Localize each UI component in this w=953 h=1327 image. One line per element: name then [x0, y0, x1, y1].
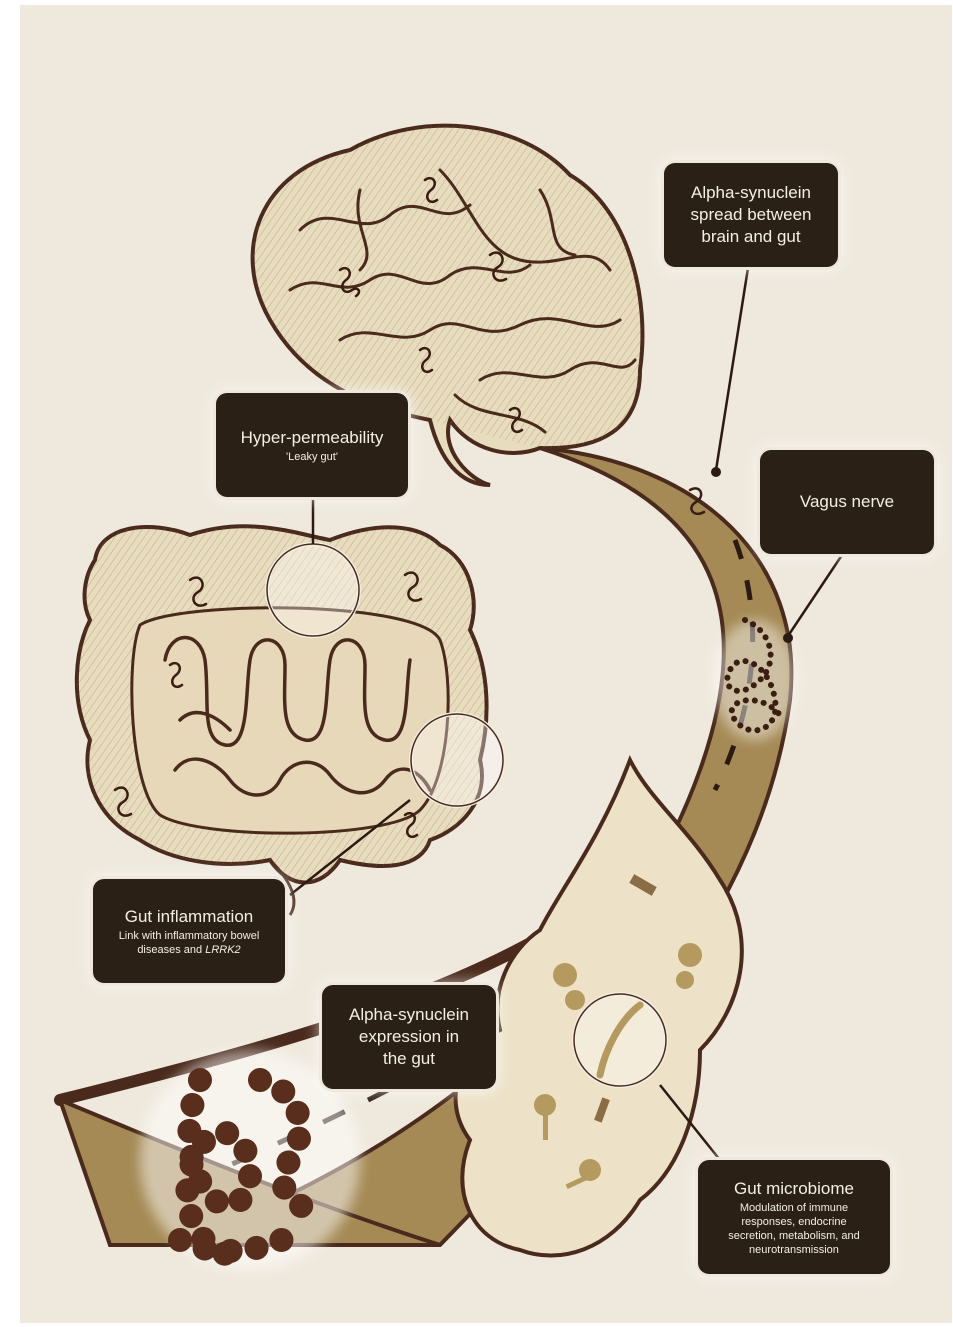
- callout-inflammation-subtitle: Link with inflammatory bowel diseases an…: [119, 929, 260, 957]
- leader-dot-vagus: [783, 633, 793, 643]
- callout-spread-title: Alpha-synuclein spread between brain and…: [691, 182, 812, 248]
- callout-alpha-synuclein-expression: Alpha-synuclein expression in the gut: [322, 985, 496, 1089]
- callout-vagus-nerve: Vagus nerve: [760, 450, 934, 554]
- callout-gut-microbiome: Gut microbiome Modulation of immune resp…: [698, 1160, 890, 1274]
- callout-expression-title: Alpha-synuclein expression in the gut: [349, 1004, 469, 1070]
- callout-hyper-permeability: Hyper-permeability 'Leaky gut': [216, 393, 408, 497]
- callout-inflammation-title: Gut inflammation: [125, 906, 254, 928]
- callout-permeability-title: Hyper-permeability: [241, 427, 384, 449]
- callout-microbiome-title: Gut microbiome: [734, 1178, 854, 1200]
- callout-gut-inflammation: Gut inflammation Link with inflammatory …: [93, 879, 285, 983]
- callout-vagus-title: Vagus nerve: [800, 491, 894, 513]
- leader-dot-spread: [711, 467, 721, 477]
- callout-microbiome-subtitle: Modulation of immune responses, endocrin…: [728, 1201, 859, 1257]
- callout-alpha-synuclein-spread: Alpha-synuclein spread between brain and…: [664, 163, 838, 267]
- callout-permeability-subtitle: 'Leaky gut': [286, 450, 338, 464]
- callout-inflammation-subtitle-gene: LRRK2: [205, 944, 240, 956]
